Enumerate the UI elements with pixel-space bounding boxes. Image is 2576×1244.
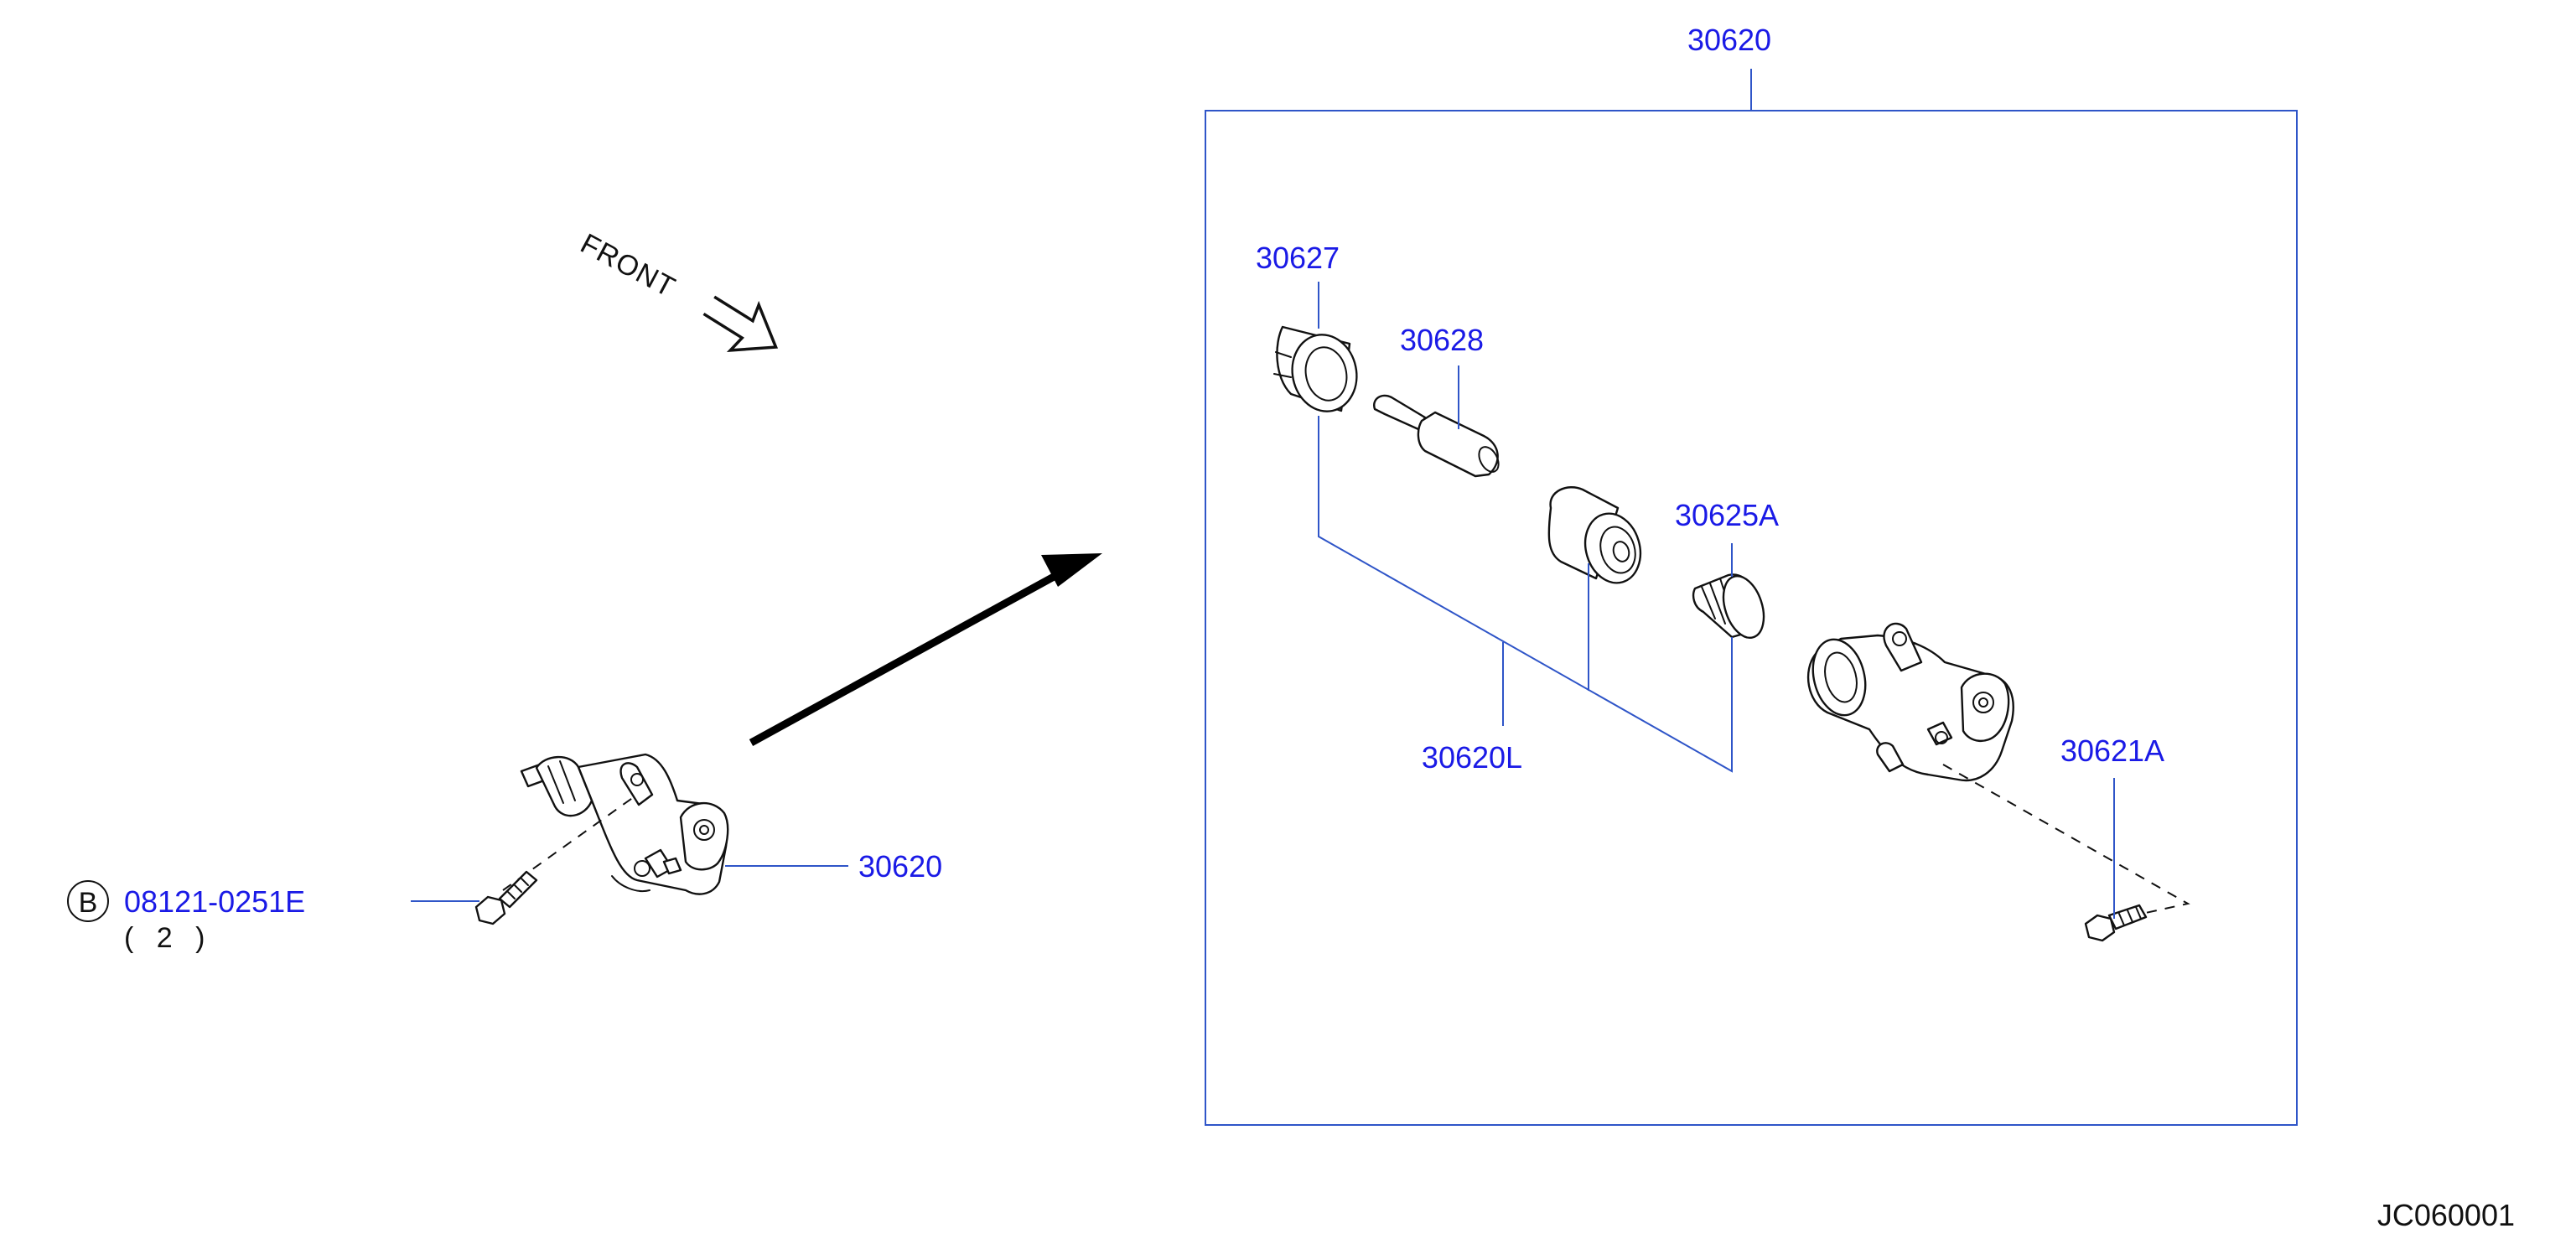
front-label: FRONT (575, 228, 681, 304)
seal-kit-leader (1318, 416, 1733, 773)
callout-bleeder[interactable]: 30621A (2060, 733, 2164, 768)
slave-cylinder-assembly-drawing (474, 753, 729, 925)
cylinder-body-drawing (1806, 622, 2014, 782)
callout-cylinder-left[interactable]: 30620 (858, 849, 942, 884)
boot-drawing (1273, 325, 1358, 412)
diagram-id: JC060001 (2377, 1198, 2515, 1232)
push-rod-drawing (1373, 394, 1500, 478)
bolt-drawing (474, 870, 538, 925)
callout-push-rod[interactable]: 30628 (1400, 323, 1484, 357)
callout-seal-kit[interactable]: 30620L (1422, 740, 1522, 775)
bolt-quantity: ( 2 ) (124, 922, 205, 954)
bolt-marker: B (79, 887, 98, 919)
bleeder-screw-drawing (2084, 904, 2148, 942)
callout-assembly-top[interactable]: 30620 (1687, 23, 1771, 57)
callout-bolt[interactable]: 08121-0251E (124, 884, 305, 919)
piston-drawing (1547, 486, 1642, 584)
callout-piston-cup[interactable]: 30625A (1675, 498, 1779, 532)
piston-cup-drawing (1692, 573, 1765, 639)
arrow-icon (749, 553, 1102, 746)
callout-boot[interactable]: 30627 (1256, 241, 1340, 275)
bolt-marker-circle (67, 880, 109, 922)
hollow-arrow-icon (702, 295, 779, 352)
